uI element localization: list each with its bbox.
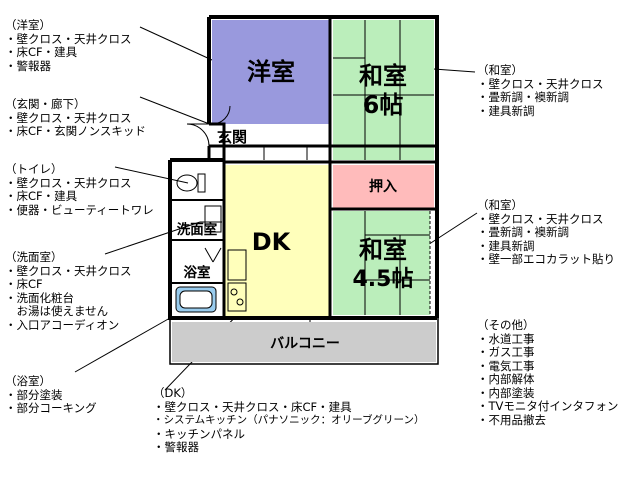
leader-bath <box>74 317 171 373</box>
note-item: ・洗面化粧台 <box>5 290 74 305</box>
japanese-room-6 <box>333 20 434 160</box>
dk-room <box>224 165 329 317</box>
note-item: ・部分コーキング <box>5 401 97 415</box>
note-title: （その他） <box>477 318 535 332</box>
note-item: ・部分塗装 <box>5 387 63 402</box>
note-item: ・内部塗装 <box>477 385 535 400</box>
entrance-label: 玄関 <box>217 128 247 146</box>
bath-label: 浴室 <box>184 264 211 281</box>
note-title: （洗面室） <box>5 250 63 264</box>
western-label: 洋室 <box>247 58 295 86</box>
western-room <box>212 20 329 124</box>
note-title: （和室） <box>477 198 523 212</box>
note-item: ・壁一部エコカラット貼り <box>477 252 615 266</box>
note-title: （洋室） <box>5 18 51 32</box>
note-title: （DK） <box>153 386 193 400</box>
fixtures <box>175 105 311 322</box>
note-bath: （浴室） ・部分塗装 ・部分コーキング <box>5 374 97 416</box>
note-toilet: （トイレ） ・壁クロス・天井クロス ・床CF・建具 ・便器・ビューティートワレ <box>5 162 154 217</box>
note-item: ・建具新調 <box>477 103 535 118</box>
japanese-room-4-5 <box>333 211 430 315</box>
note-item: ・壁クロス・天井クロス <box>5 263 132 278</box>
walls <box>168 15 439 365</box>
note-item: ・床CF・建具 <box>5 45 78 59</box>
note-item: ・壁クロス・天井クロス <box>5 31 132 46</box>
note-other: （その他） ・水道工事 ・ガス工事 ・電気工事 ・内部解体 ・内部塗装 ・TVモ… <box>477 318 619 427</box>
leader-entrance <box>139 96 213 126</box>
note-entrance: （玄関・廊下） ・壁クロス・天井クロス ・床CF・玄関ノンスキッド <box>5 97 146 139</box>
note-western: （洋室） ・壁クロス・天井クロス ・床CF・建具 ・警報器 <box>5 18 132 73</box>
note-dk: （DK） ・壁クロス・天井クロス・床CF・建具 ・システムキッチン（パナソニック… <box>153 386 425 455</box>
tatami-lines <box>333 20 434 315</box>
note-item: ・不用品撤去 <box>477 412 546 427</box>
note-item: ・TVモニタ付インタフォン <box>477 399 619 413</box>
closet-label: 押入 <box>369 178 397 195</box>
kitchen-sink <box>227 249 247 281</box>
balcony <box>172 322 436 362</box>
japanese2-label-b: 4.5帖 <box>353 267 414 292</box>
japanese1-label-b: 6帖 <box>363 91 404 119</box>
note-item: ・建具新調 <box>477 238 535 253</box>
note-japanese1: （和室） ・壁クロス・天井クロス ・畳新調・襖新調 ・建具新調 <box>477 63 604 118</box>
note-item: ・床CF・玄関ノンスキッド <box>5 124 146 138</box>
leader-washroom <box>104 221 201 255</box>
note-item: ・床CF <box>5 277 43 291</box>
note-japanese2: （和室） ・壁クロス・天井クロス ・畳新調・襖新調 ・建具新調 ・壁一部エコカラ… <box>477 198 615 267</box>
note-item: ・畳新調・襖新調 <box>477 90 569 104</box>
western-door-swing <box>211 105 231 125</box>
note-item: ・畳新調・襖新調 <box>477 225 569 239</box>
note-item: ・壁クロス・天井クロス <box>5 110 132 125</box>
note-item: ・警報器 <box>5 58 51 73</box>
note-washroom: （洗面室） ・壁クロス・天井クロス ・床CF ・洗面化粧台 お湯は使えません ・… <box>5 250 132 332</box>
note-item: ・水道工事 <box>477 331 535 346</box>
note-item: ・壁クロス・天井クロス <box>477 76 604 91</box>
note-item: ・壁クロス・天井クロス <box>5 175 132 190</box>
note-title: （浴室） <box>5 374 51 388</box>
note-item: ・警報器 <box>153 440 199 454</box>
note-item: ・キッチンパネル <box>153 426 245 441</box>
washroom-label: 洗面室 <box>177 221 218 238</box>
note-item: ・床CF・建具 <box>5 189 78 203</box>
sink-cabinet <box>204 205 222 233</box>
note-item: お湯は使えません <box>5 304 109 318</box>
dk-label: DK <box>252 228 292 256</box>
note-item: ・電気工事 <box>477 358 535 373</box>
leader-western <box>139 26 213 61</box>
toilet-bowl <box>176 174 198 192</box>
note-item: ・システムキッチン（パナソニック：オリーブグリーン） <box>153 414 425 426</box>
closet <box>333 165 434 208</box>
note-title: （和室） <box>477 63 523 77</box>
balcony-label: バルコニー <box>270 336 340 352</box>
note-title: （玄関・廊下） <box>5 97 86 111</box>
leader-toilet <box>114 166 189 184</box>
japanese1-label-a: 和室 <box>359 62 407 90</box>
gas-stove <box>227 282 247 312</box>
japanese2-label-a: 和室 <box>359 236 407 264</box>
note-item: ・内部解体 <box>477 372 535 386</box>
note-item: ・便器・ビューティートワレ <box>5 202 154 217</box>
note-item: ・壁クロス・天井クロス・床CF・建具 <box>153 399 352 414</box>
note-item: ・壁クロス・天井クロス <box>477 211 604 226</box>
note-item: ・入口アコーディオン <box>5 317 120 332</box>
note-title: （トイレ） <box>5 162 63 176</box>
toilet-tank <box>197 173 206 193</box>
note-item: ・ガス工事 <box>477 345 535 359</box>
entrance-door-swing <box>186 123 210 147</box>
